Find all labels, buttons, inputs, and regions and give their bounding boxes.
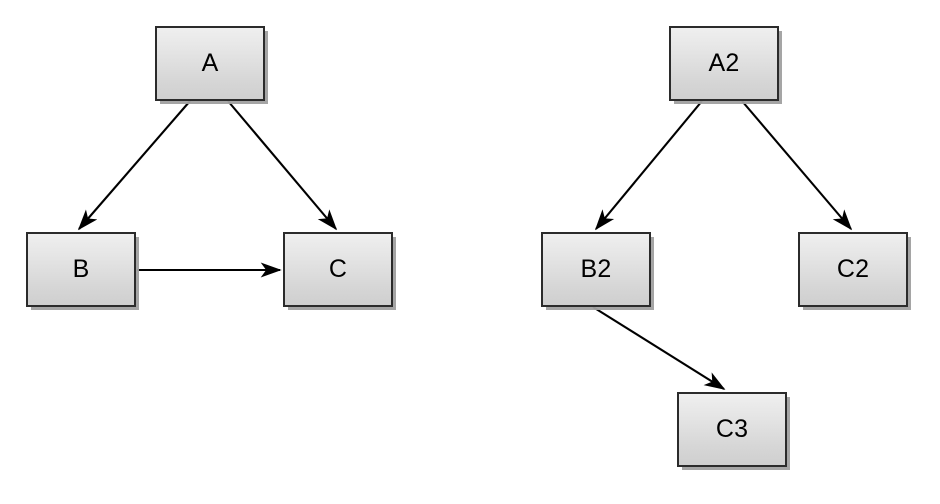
node-a2-label: A2 <box>708 49 740 77</box>
node-b-label: B <box>72 255 90 283</box>
node-b[interactable]: B <box>26 232 136 307</box>
node-b2[interactable]: B2 <box>541 232 651 307</box>
edge-b2-to-c3 <box>592 306 726 390</box>
edge-a-to-b <box>77 100 191 231</box>
node-c[interactable]: C <box>283 232 393 307</box>
node-b2-label: B2 <box>580 255 612 283</box>
node-c2[interactable]: C2 <box>798 232 908 307</box>
node-c3-label: C3 <box>715 415 749 443</box>
edge-a2-to-b2 <box>594 100 703 231</box>
edge-a2-to-c2 <box>741 100 853 231</box>
node-a2[interactable]: A2 <box>669 26 779 101</box>
node-a-label: A <box>201 49 219 77</box>
edge-a-to-c <box>227 100 338 231</box>
node-c2-label: C2 <box>836 255 870 283</box>
node-c3[interactable]: C3 <box>677 392 787 467</box>
node-c-label: C <box>328 255 348 283</box>
node-a[interactable]: A <box>155 26 265 101</box>
